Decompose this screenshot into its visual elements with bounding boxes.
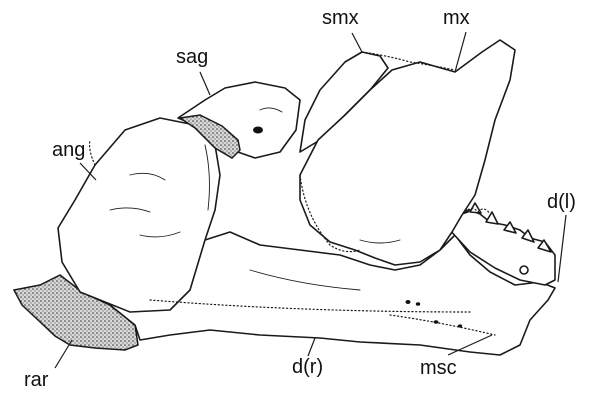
leader-dl bbox=[558, 215, 566, 282]
label-rar: rar bbox=[24, 370, 48, 390]
label-smx: smx bbox=[322, 8, 359, 28]
label-msc: msc bbox=[420, 358, 457, 378]
label-mx: mx bbox=[443, 8, 470, 28]
leader-sag bbox=[200, 72, 210, 95]
leader-dr bbox=[308, 338, 315, 356]
label-dr: d(r) bbox=[292, 357, 323, 377]
label-dl: d(l) bbox=[547, 192, 576, 212]
leader-rar bbox=[55, 340, 72, 368]
leader-smx bbox=[352, 33, 362, 52]
label-ang: ang bbox=[52, 140, 85, 160]
label-sag: sag bbox=[176, 47, 208, 67]
